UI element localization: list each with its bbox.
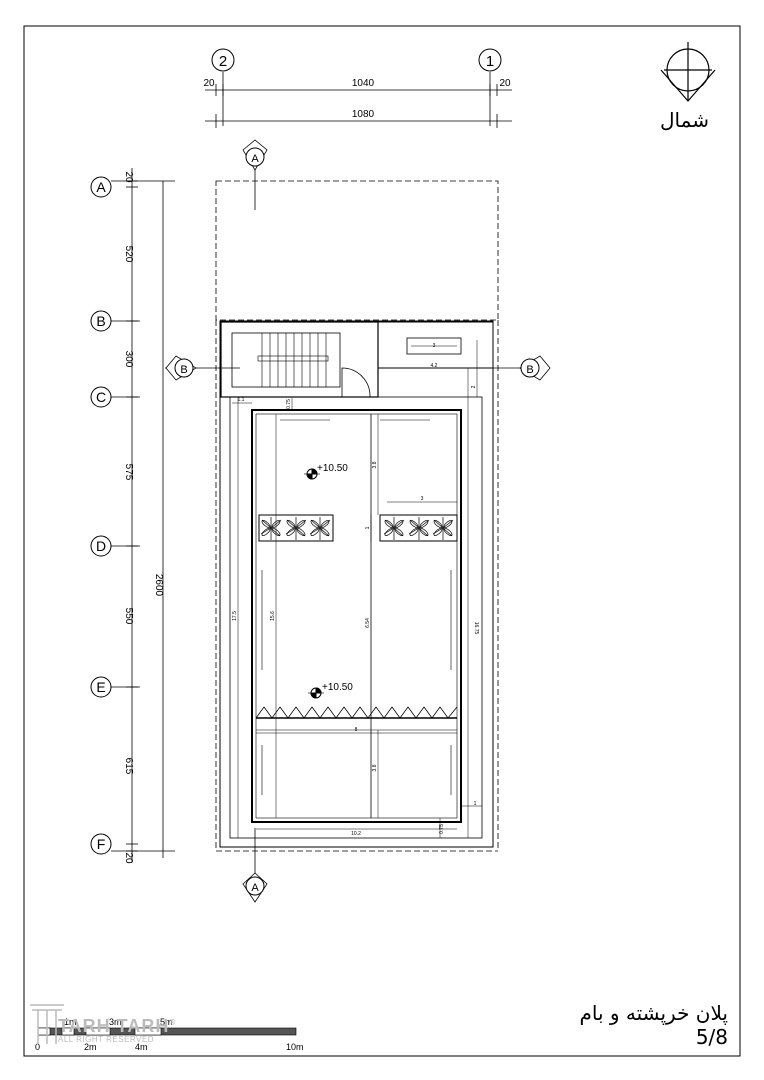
brand-rights: ALL RIGHT RESERVED: [58, 1035, 154, 1044]
dim-interior: 3: [433, 343, 436, 349]
grid-axis-label: 2: [219, 53, 227, 70]
level-label: +10.50: [322, 682, 353, 693]
dim-interior: 10.2: [351, 831, 361, 837]
dim-left-7: 20: [123, 852, 134, 864]
dim-top-span: 1040: [352, 78, 375, 89]
grid-axis-1: 1: [478, 48, 502, 126]
svg-text:0: 0: [35, 1042, 40, 1052]
dim-interior: 3.8: [372, 461, 378, 468]
dim-top-left: 20: [203, 78, 215, 89]
horizontal-grid-axes: A B C D E F: [90, 176, 175, 855]
svg-text:C: C: [96, 389, 106, 405]
sheet-number: 5/8: [695, 1025, 728, 1049]
top-dimensions: [205, 84, 512, 128]
main-roof-area: [251, 409, 462, 823]
dim-interior: 1.1: [238, 397, 245, 403]
dim-top-right: 20: [499, 78, 511, 89]
brand-name: TARH TARH: [58, 1016, 170, 1036]
dim-interior: 6.54: [365, 618, 371, 628]
dim-left-5: 550: [123, 608, 134, 625]
dim-interior: 2: [471, 385, 477, 388]
brand-logo-icon: [30, 1004, 64, 1044]
dim-top-total: 1080: [352, 109, 375, 120]
svg-text:F: F: [97, 836, 106, 852]
dim-left-2: 520: [123, 246, 134, 263]
grid-axis-c: C: [90, 386, 140, 408]
svg-text:B: B: [96, 313, 105, 329]
left-dimensions: [126, 168, 164, 862]
svg-text:A: A: [96, 179, 106, 195]
dim-interior: 3.8: [372, 764, 378, 771]
dim-left-3: 300: [123, 351, 134, 368]
svg-text:5m: 5m: [160, 1017, 173, 1027]
planter-plant-icon: [260, 517, 454, 540]
dim-interior: 3: [421, 496, 424, 502]
svg-text:3m: 3m: [109, 1017, 122, 1027]
dim-interior: 1: [365, 526, 371, 529]
dim-interior: 0.75: [286, 399, 292, 409]
title-block: پلان خرپشته و بام 5/8: [579, 1000, 728, 1048]
svg-text:D: D: [96, 538, 106, 554]
sheet-border: [23, 25, 741, 1057]
roof-parapet-outer: [219, 320, 494, 848]
dim-left-1: 20: [123, 171, 134, 183]
grid-axis-f: F: [90, 833, 175, 855]
section-marker-b-left: B: [165, 355, 240, 381]
dim-interior: 17.5: [232, 611, 238, 621]
dim-left-6: 615: [123, 758, 134, 775]
stair-penthouse: [220, 321, 494, 398]
north-arrow-icon: [660, 42, 716, 102]
roof-parapet-inner: [229, 396, 483, 839]
section-marker-b-right: B: [470, 355, 551, 381]
north-label: شمال: [660, 108, 709, 132]
svg-text:B: B: [526, 364, 533, 376]
brand-watermark: TARH TARH® ALL RIGHT RESERVED: [58, 1014, 176, 1044]
dim-left-4: 575: [123, 464, 134, 481]
dim-left-total: 2600: [153, 574, 164, 597]
grid-axis-label: 1: [486, 53, 494, 70]
open-yard-outline: [215, 180, 499, 321]
interior-dimension-lines: [232, 340, 493, 838]
level-label: +10.50: [317, 463, 348, 474]
grid-axis-2: 2: [211, 48, 235, 126]
dim-interior: 0.75: [439, 824, 445, 834]
dim-interior: 8: [355, 727, 358, 733]
dim-interior: 16.75: [473, 622, 479, 635]
section-marker-a-bottom: A: [242, 828, 268, 903]
grid-axis-d: D: [90, 535, 140, 557]
svg-text:2m: 2m: [84, 1042, 97, 1052]
svg-text:A: A: [251, 882, 259, 894]
level-marker-icon: [308, 687, 324, 699]
section-marker-a-top: A: [242, 139, 268, 210]
level-marker-icon: [304, 468, 320, 480]
drawing-title: پلان خرپشته و بام: [579, 1001, 728, 1025]
svg-text:B: B: [180, 364, 187, 376]
dim-interior: 15.6: [270, 611, 276, 621]
svg-text:10m: 10m: [286, 1042, 304, 1052]
svg-text:4m: 4m: [135, 1042, 148, 1052]
dim-interior: 4.2: [431, 363, 438, 369]
svg-text:A: A: [251, 153, 259, 165]
brand-trademark: ®: [169, 1018, 177, 1027]
dim-interior: 1: [474, 801, 477, 807]
grid-axis-e: E: [90, 676, 140, 698]
svg-text:E: E: [96, 679, 105, 695]
svg-text:1m: 1m: [64, 1017, 77, 1027]
grid-axis-a: A: [90, 176, 175, 198]
